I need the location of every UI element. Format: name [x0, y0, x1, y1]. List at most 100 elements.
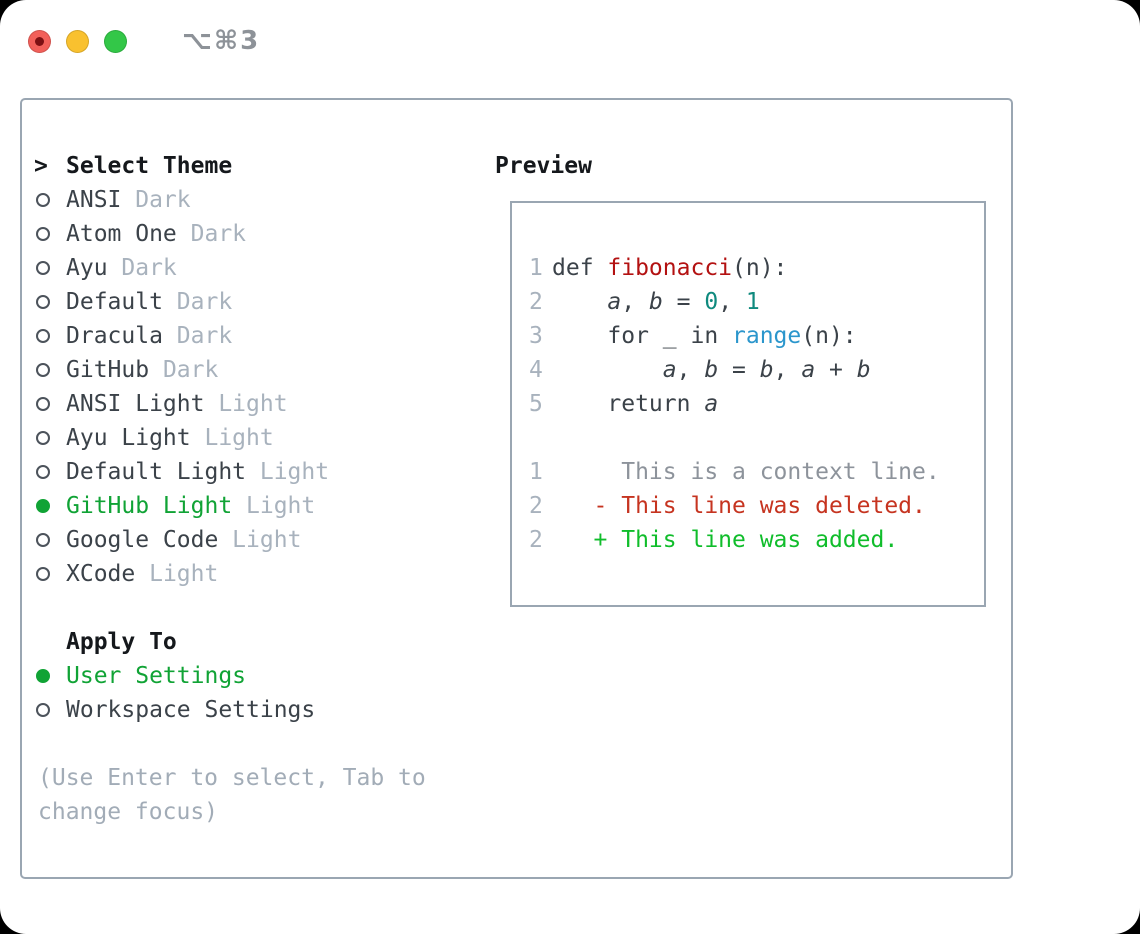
- code-token: + This line was added.: [552, 527, 899, 553]
- bullet-column: [32, 533, 66, 547]
- theme-item-ayu[interactable]: Ayu Dark: [32, 251, 426, 285]
- preview-line: 2 + This line was added.: [529, 523, 984, 557]
- bullet-column: [32, 669, 66, 683]
- preview-line: 3 for _ in range(n):: [529, 319, 984, 353]
- theme-item-dracula[interactable]: Dracula Dark: [32, 319, 426, 353]
- theme-variant: Dark: [176, 221, 247, 247]
- theme-variant: Light: [190, 425, 274, 451]
- code-token: return: [552, 391, 705, 417]
- radio-unselected-icon: [36, 227, 50, 241]
- theme-name: Ayu Light: [66, 425, 191, 451]
- code-token: 0: [704, 289, 719, 315]
- code-token: def: [552, 255, 608, 281]
- code-token: b: [856, 357, 871, 383]
- theme-name: GitHub Light: [66, 493, 233, 519]
- radio-unselected-icon: [36, 703, 50, 717]
- line-number: 2: [529, 493, 543, 519]
- apply-to-label: User Settings: [66, 663, 247, 689]
- theme-name: GitHub: [66, 357, 150, 383]
- code-token: - This line was deleted.: [552, 493, 926, 519]
- theme-name: Dracula: [66, 323, 163, 349]
- code-token: a: [662, 357, 677, 383]
- theme-name: ANSI Light: [66, 391, 205, 417]
- code-token: ,: [621, 289, 649, 315]
- line-number: 1: [529, 255, 543, 281]
- bullet-column: [32, 465, 66, 479]
- preview-line: 2 a, b = 0, 1: [529, 285, 984, 319]
- code-token: for _ in: [552, 323, 733, 349]
- theme-name: Google Code: [66, 527, 219, 553]
- apply-to-header: Apply To: [32, 625, 426, 659]
- minimize-button[interactable]: [66, 29, 89, 53]
- radio-unselected-icon: [36, 363, 50, 377]
- code-token: [552, 357, 663, 383]
- theme-item-xcode[interactable]: XCode Light: [32, 557, 426, 591]
- theme-item-github[interactable]: GitHub Dark: [32, 353, 426, 387]
- code-token: (n):: [801, 323, 857, 349]
- theme-variant: Dark: [162, 289, 233, 315]
- code-token: =: [718, 357, 760, 383]
- close-dot-icon: [35, 36, 44, 46]
- preview-line: 5 return a: [529, 387, 984, 421]
- line-number: 3: [529, 323, 543, 349]
- radio-unselected-icon: [36, 465, 50, 479]
- code-token: b: [759, 357, 774, 383]
- theme-item-ayu-light[interactable]: Ayu Light Light: [32, 421, 426, 455]
- line-number: 4: [529, 357, 543, 383]
- bullet-column: [32, 261, 66, 275]
- code-token: a: [704, 391, 719, 417]
- line-number: 5: [529, 391, 543, 417]
- theme-name: ANSI: [66, 187, 122, 213]
- theme-variant: Dark: [149, 357, 219, 383]
- line-number: 2: [529, 289, 543, 315]
- code-token: +: [815, 357, 857, 383]
- hint-text-line-2: change focus): [38, 799, 219, 825]
- bullet-column: [32, 431, 66, 445]
- close-button[interactable]: [28, 29, 51, 53]
- apply-to-option-user-settings[interactable]: User Settings: [32, 659, 426, 693]
- code-token: 1: [745, 289, 760, 315]
- preview-title: Preview: [495, 153, 592, 179]
- code-token: This is a context line.: [552, 459, 940, 485]
- theme-item-default-light[interactable]: Default Light Light: [32, 455, 426, 489]
- apply-to-title: Apply To: [66, 629, 177, 655]
- theme-variant: Light: [232, 493, 316, 519]
- theme-item-ansi[interactable]: ANSI Dark: [32, 183, 426, 217]
- apply-to-option-workspace-settings[interactable]: Workspace Settings: [32, 693, 426, 727]
- code-token: range: [732, 323, 802, 349]
- preview-blank-line: [529, 421, 984, 455]
- theme-variant: Dark: [107, 255, 177, 281]
- hint-text-line-1: (Use Enter to select, Tab to: [38, 765, 426, 791]
- theme-name: Ayu: [66, 255, 108, 281]
- radio-unselected-icon: [36, 567, 50, 581]
- bullet-column: [32, 499, 66, 513]
- code-token: (n):: [732, 255, 788, 281]
- theme-item-atom-one[interactable]: Atom One Dark: [32, 217, 426, 251]
- code-token: b: [648, 289, 663, 315]
- theme-item-default[interactable]: Default Dark: [32, 285, 426, 319]
- line-number: 1: [529, 459, 543, 485]
- preview-line: 2 - This line was deleted.: [529, 489, 984, 523]
- theme-variant: Light: [204, 391, 288, 417]
- theme-item-google-code[interactable]: Google Code Light: [32, 523, 426, 557]
- code-token: =: [662, 289, 705, 315]
- radio-unselected-icon: [36, 431, 50, 445]
- cursor-icon: >: [34, 153, 48, 179]
- theme-item-ansi-light[interactable]: ANSI Light Light: [32, 387, 426, 421]
- window-title: ⌥⌘3: [182, 26, 261, 56]
- code-token: ,: [718, 289, 746, 315]
- theme-variant: Dark: [121, 187, 191, 213]
- select-theme-header: > Select Theme: [32, 149, 426, 183]
- zoom-button[interactable]: [104, 29, 127, 53]
- select-theme-title: Select Theme: [66, 153, 233, 179]
- radio-selected-icon: [36, 499, 50, 513]
- theme-name: XCode: [66, 561, 136, 587]
- radio-unselected-icon: [36, 533, 50, 547]
- code-token: [552, 289, 607, 315]
- theme-item-github-light[interactable]: GitHub Light Light: [32, 489, 426, 523]
- code-token: ,: [676, 357, 705, 383]
